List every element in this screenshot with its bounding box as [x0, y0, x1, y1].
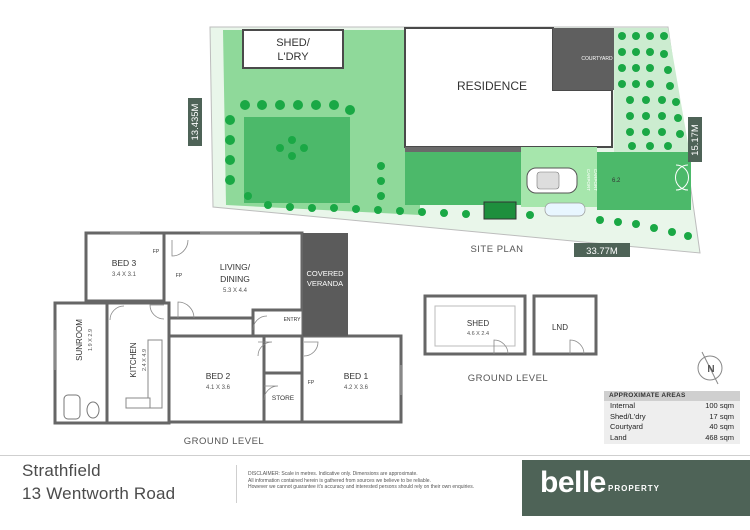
shed-name: SHED — [467, 319, 489, 328]
sunroom-size: 1.9 X 2.9 — [88, 329, 94, 351]
veranda-name: COVERED — [306, 269, 344, 278]
footer-divider — [0, 455, 750, 456]
lnd-name: LND — [552, 323, 568, 332]
area-label: Land — [610, 432, 627, 442]
footer-vertical-divider — [236, 465, 237, 503]
area-row: Courtyard 40 sqm — [604, 422, 740, 433]
bed3-size: 3.4 X 3.1 — [112, 272, 137, 278]
path-strip — [405, 147, 521, 152]
bath-fixtures — [63, 394, 100, 420]
area-value: 100 sqm — [705, 401, 734, 410]
area-label: Shed/L'dry — [610, 411, 646, 421]
rear-lawn — [244, 117, 350, 203]
carport-label-2: CARPORT — [593, 169, 598, 191]
shed-label-line1: SHED/ — [276, 37, 311, 49]
door-swings — [109, 239, 319, 401]
dim-right-box — [688, 117, 702, 162]
compass-icon: N — [697, 351, 723, 385]
brand-name: belle — [540, 466, 606, 499]
shrub-cluster-right — [618, 32, 684, 150]
area-row: Land 468 sqm — [604, 433, 740, 444]
main-level-label: GROUND LEVEL — [184, 436, 264, 447]
shed-building — [242, 29, 344, 69]
address-street: 13 Wentworth Road — [22, 484, 176, 503]
shed-label-line2: L'DRY — [277, 51, 309, 63]
living-size: 5.3 X 4.4 — [223, 288, 248, 294]
frontage-lawn — [597, 152, 691, 210]
areas-heading: APPROXIMATE AREAS — [604, 391, 740, 401]
area-value: 40 sqm — [709, 422, 734, 431]
veranda — [303, 233, 348, 336]
residence-label: RESIDENCE — [457, 79, 527, 93]
address-suburb: Strathfield — [22, 461, 101, 480]
site-plan: SHED/ L'DRY RESIDENCE COURTYARD CARPORT … — [188, 26, 702, 257]
carport-label: CARPORT — [586, 169, 591, 191]
fp-label-bed3: FP — [153, 249, 160, 255]
room-lnd — [532, 294, 598, 356]
front-lawn — [405, 152, 521, 205]
store-name: STORE — [272, 395, 295, 402]
gate-icon — [675, 164, 689, 191]
fp-label-bed1: FP — [308, 380, 315, 386]
bed1-size: 4.2 X 3.6 — [344, 385, 369, 391]
brand-logo: belle PROPERTY — [522, 460, 750, 516]
area-row: Shed/L'dry 17 sqm — [604, 412, 740, 423]
compass-label: N — [707, 364, 714, 375]
car-icon — [526, 167, 578, 194]
room-entry — [251, 308, 305, 338]
living-name-2: DINING — [220, 274, 250, 284]
veranda-name-2: VERANDA — [307, 279, 343, 288]
windows — [54, 232, 402, 395]
courtyard-label: COURTYARD — [581, 56, 613, 62]
area-row: Internal 100 sqm — [604, 401, 740, 412]
entry-name: ENTRY — [284, 317, 302, 323]
dim-left: 13.435M — [190, 103, 201, 140]
disclaimer-line-2: All information contained herein is gath… — [248, 477, 431, 484]
sunroom-name: SUNROOM — [75, 319, 84, 361]
bed2-name: BED 2 — [206, 371, 231, 381]
bed2-size: 4.1 X 3.6 — [206, 385, 231, 391]
bed3-name: BED 3 — [112, 258, 137, 268]
kitchen-name: KITCHEN — [129, 342, 138, 377]
bed1-name: BED 1 — [344, 371, 369, 381]
area-value: 17 sqm — [709, 411, 734, 421]
fp-label-living: FP — [176, 273, 183, 279]
shed-inner-walls — [434, 305, 516, 347]
dim-bottom: 33.77M — [586, 246, 618, 257]
floor-plan: BED 3 3.4 X 3.1 LIVING/ DINING 5.3 X 4.4… — [53, 231, 723, 447]
water-feature — [544, 202, 586, 217]
brand-sub: PROPERTY — [608, 484, 661, 493]
dim-left-box — [188, 98, 202, 146]
dim-bottom-box — [574, 243, 630, 257]
shed-size: 4.6 X 2.4 — [467, 331, 489, 337]
kitchen-counter — [147, 339, 163, 409]
disclaimer-line-1: DISCLAIMER: Scale in metres. Indicative … — [248, 471, 418, 477]
disclaimer-line-3: However we cannot guarantee it's accurac… — [248, 484, 475, 491]
living-name: LIVING/ — [220, 262, 251, 272]
room-bed1 — [300, 334, 403, 424]
carport-dimension: 6.2 — [612, 178, 621, 184]
area-label: Internal — [610, 401, 636, 410]
kitchen-size: 2.4 X 4.9 — [142, 349, 148, 371]
areas-table: APPROXIMATE AREAS Internal 100 sqm Shed/… — [604, 391, 740, 444]
dim-right: 15.17M — [690, 124, 701, 156]
site-plan-title: SITE PLAN — [470, 244, 523, 255]
planter-bed — [483, 201, 517, 220]
outbuilding-level-label: GROUND LEVEL — [468, 373, 548, 384]
outbuilding-door-swings — [493, 339, 585, 355]
area-label: Courtyard — [610, 422, 643, 431]
disclaimer-text: DISCLAIMER: Scale in metres. Indicative … — [248, 471, 518, 491]
courtyard-area — [553, 28, 614, 90]
shrub-row-back — [225, 100, 692, 240]
side-garden — [614, 28, 690, 155]
area-value: 468 sqm — [705, 432, 734, 442]
kitchen-island — [125, 397, 151, 409]
